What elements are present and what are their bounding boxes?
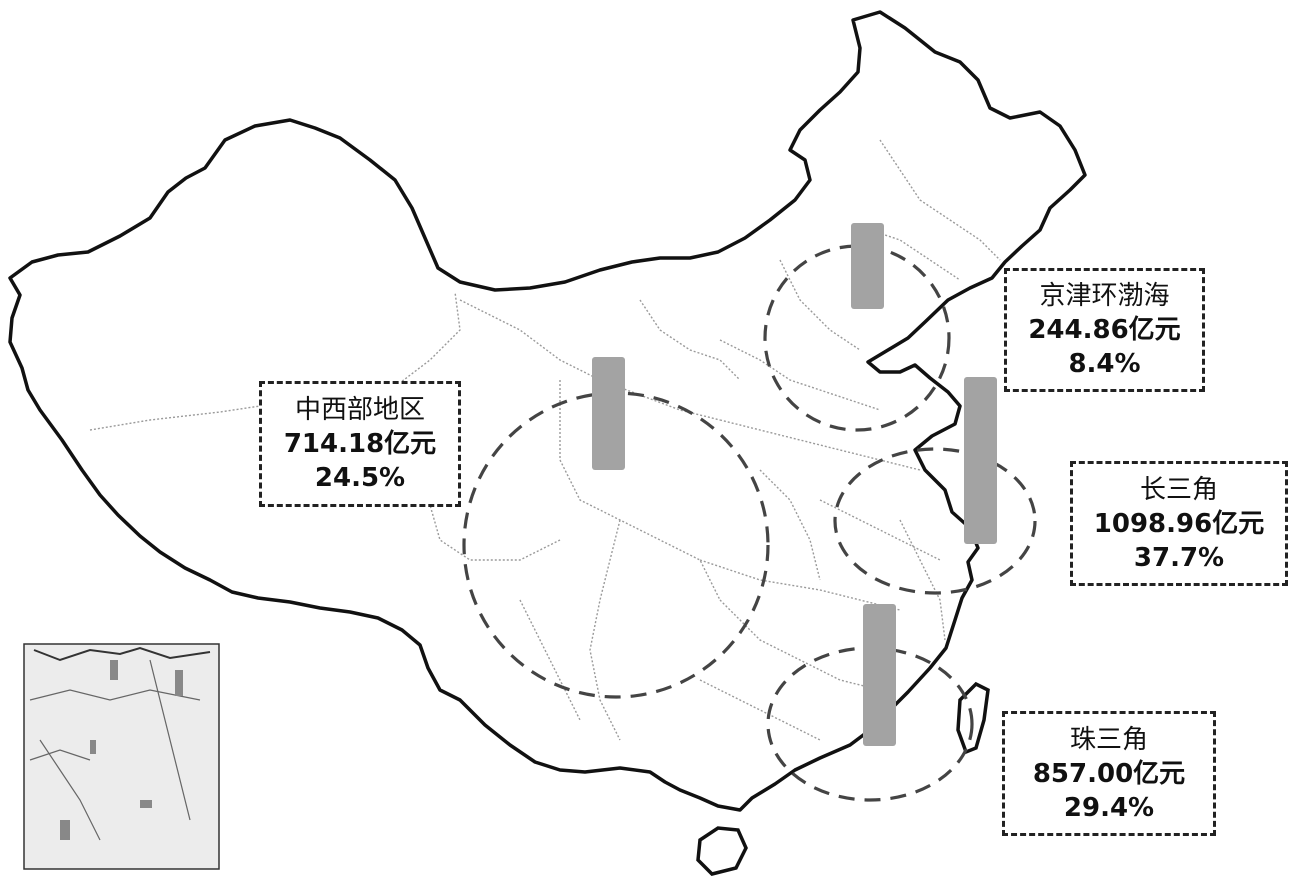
region-name: 珠三角 [1069, 724, 1148, 755]
region-amount: 857.00亿元 [1032, 758, 1186, 789]
circle-yrd [833, 447, 1037, 595]
bar-bohai [851, 223, 884, 309]
south-china-sea-inset-map [23, 643, 220, 870]
bar-yrd [964, 377, 997, 544]
label-west: 中西部地区 714.18亿元 24.5% [259, 381, 461, 507]
label-prd: 珠三角 857.00亿元 29.4% [1002, 711, 1216, 836]
region-bars [592, 223, 997, 746]
hainan-island [696, 826, 748, 876]
bar-prd [863, 604, 896, 746]
circle-bohai [763, 244, 951, 432]
bar-west [592, 357, 625, 470]
region-name: 长三角 [1139, 474, 1218, 505]
label-yrd: 长三角 1098.96亿元 37.7% [1070, 461, 1288, 586]
label-bohai: 京津环渤海 244.86亿元 8.4% [1004, 268, 1205, 392]
region-amount: 244.86亿元 [1028, 315, 1181, 345]
china-outline [8, 10, 1087, 812]
region-amount: 714.18亿元 [283, 429, 437, 459]
region-share: 29.4% [1063, 792, 1155, 823]
region-share: 37.7% [1133, 542, 1225, 573]
region-name: 京津环渤海 [1039, 281, 1170, 311]
region-amount: 1098.96亿元 [1093, 508, 1265, 539]
region-share: 24.5% [314, 463, 406, 493]
region-name: 中西部地区 [294, 395, 425, 425]
region-share: 8.4% [1068, 349, 1141, 379]
